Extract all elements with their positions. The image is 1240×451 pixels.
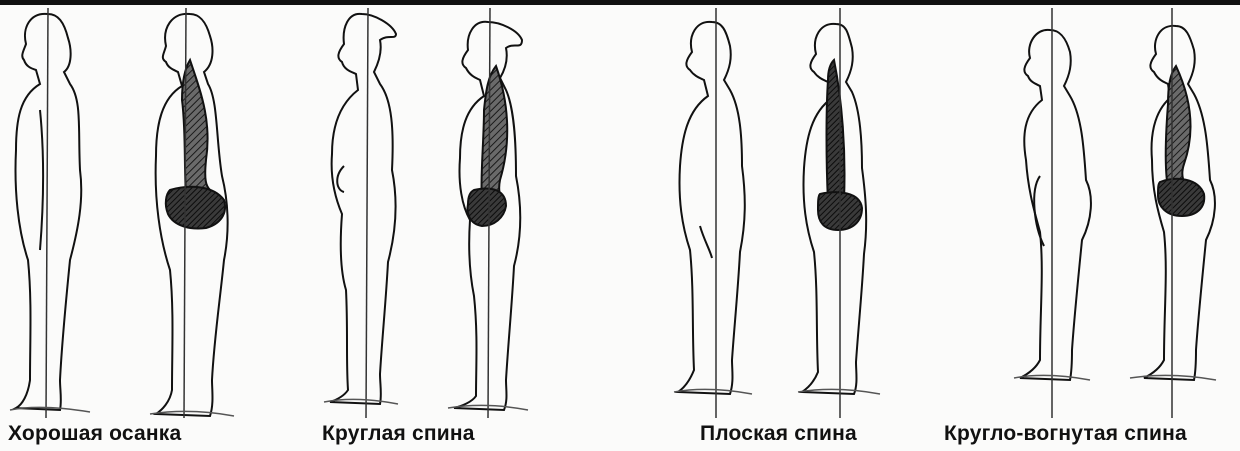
caption-good-posture: Хорошая осанка	[8, 422, 181, 446]
plumb-line-round-1	[366, 8, 368, 418]
caption-flat-back: Плоская спина	[700, 422, 857, 446]
plumb-line-good-1	[46, 8, 48, 418]
caption-round-back: Круглая спина	[322, 422, 475, 446]
figure-flat-back-outline	[678, 22, 745, 394]
floor-shadows	[10, 375, 1216, 416]
caption-round-concave-back: Кругло-вогнутая спина	[944, 422, 1187, 446]
figure-round-concave-outline	[1020, 30, 1091, 380]
figure-good-posture-spine	[156, 14, 228, 416]
plumb-line-round-2	[488, 8, 490, 418]
plumb-line-good-2	[184, 8, 186, 418]
figure-round-back-outline	[330, 14, 396, 404]
figure-round-concave-spine	[1144, 26, 1215, 380]
figure-flat-back-spine	[802, 24, 866, 394]
